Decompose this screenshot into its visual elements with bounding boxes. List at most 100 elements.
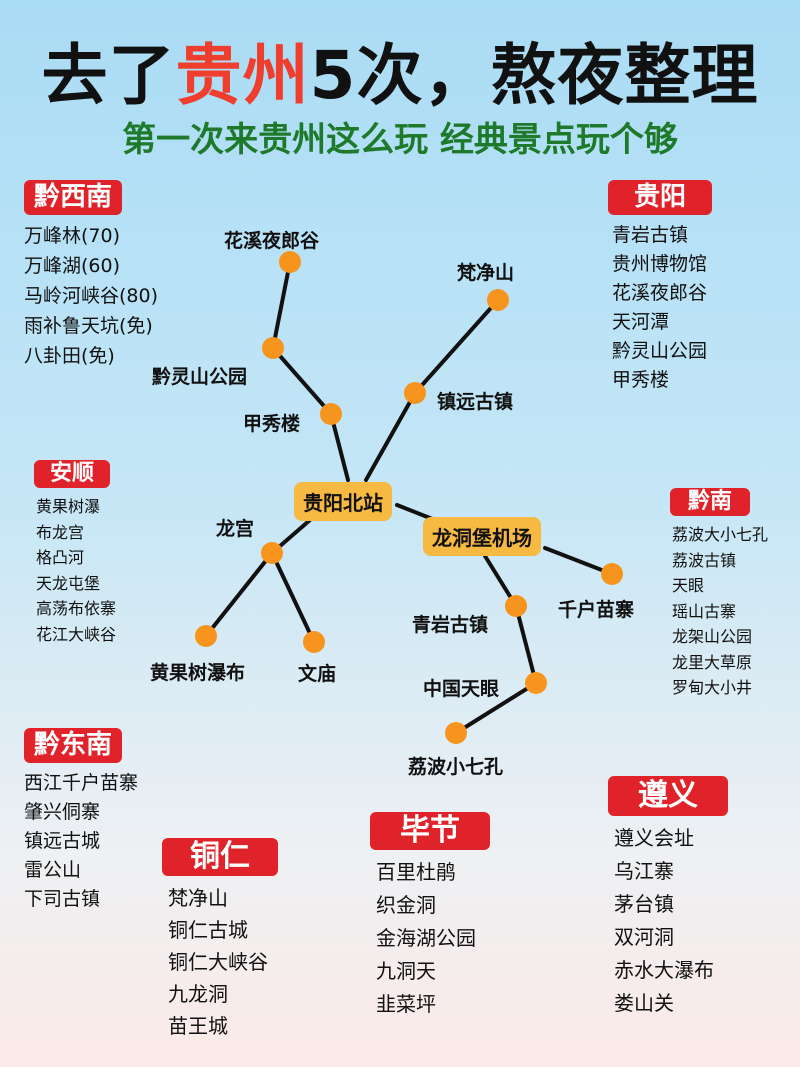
node-label-huaxi: 花溪夜郎谷 [224,230,320,252]
map-node-dot [261,542,283,564]
page-subtitle: 第一次来贵州这么玩 经典景点玩个够 [122,120,678,160]
list-item: 龙里大草原 [672,652,753,672]
map-node-dot [505,595,527,617]
list-item: 茅台镇 [614,892,674,916]
list-item: 天龙屯堡 [36,573,101,593]
list-item: 荔波大小七孔 [672,525,769,545]
title-before: 去了 [41,37,176,114]
list-item: 肇兴侗寨 [24,801,101,824]
list-item: 格凸河 [36,548,85,568]
node-label-libo: 荔波小七孔 [408,756,504,778]
region-tag: 遵义 [608,776,728,816]
route-line [364,391,417,482]
map-node-dot [487,289,509,311]
list-item: 西江千户苗寨 [24,772,139,795]
list-item: 镇远古城 [24,830,101,853]
node-label-wenmiao: 文庙 [298,663,337,685]
list-item: 铜仁古城 [168,918,248,942]
node-label-qianling: 黔灵山公园 [152,366,248,388]
region-tag: 毕节 [370,812,490,850]
list-item: 金海湖公园 [376,926,476,950]
list-item: 黄果树瀑 [36,497,101,517]
region-anshun: 安顺 黄果树瀑 布龙宫 格凸河 天龙屯堡 高荡布依寨 花江大峡谷 [34,460,116,647]
hub-longdongbao-airport: 龙洞堡机场 [423,517,541,556]
node-label-fanjing: 梵净山 [457,262,515,284]
list-item: 八卦田(免) [24,345,115,368]
map-node-dot [601,563,623,585]
list-item: 布龙宫 [36,522,85,542]
list-item: 九洞天 [376,959,436,983]
node-label-zhenyuan: 镇远古镇 [437,391,514,413]
region-bijie: 毕节 百里杜鹃 织金洞 金海湖公园 九洞天 韭菜坪 [370,812,490,1021]
list-item: 雷公山 [24,859,82,882]
route-line [271,260,292,350]
node-label-qingyan: 青岩古镇 [412,614,489,636]
map-node-dot [404,382,426,404]
route-line [270,551,316,644]
map-node-dot [445,722,467,744]
list-item: 乌江寨 [614,859,674,883]
list-item: 花溪夜郎谷 [612,282,708,305]
list-item: 下司古镇 [24,888,101,911]
list-item: 马岭河峡谷(80) [24,285,159,308]
map-node-dot [279,251,301,273]
title-after: 5次，熬夜整理 [309,37,759,114]
map-node-dot [303,631,325,653]
node-label-jiaxiu: 甲秀楼 [243,413,301,435]
list-item: 天眼 [672,576,705,596]
node-label-tianyan: 中国天眼 [423,678,500,700]
title-highlight: 贵州 [175,37,310,114]
route-line [413,298,500,395]
region-tongren: 铜仁 梵净山 铜仁古城 铜仁大峡谷 九龙洞 苗王城 [162,838,278,1042]
list-item: 韭菜坪 [376,992,436,1016]
list-item: 九龙洞 [168,982,228,1006]
region-qianxinan: 黔西南 万峰林(70) 万峰湖(60) 马岭河峡谷(80) 雨补鲁天坑(免) 八… [24,180,158,371]
region-tag: 黔南 [670,488,751,517]
map-node-dot [525,672,547,694]
list-item: 贵州博物馆 [612,253,708,276]
route-line [204,551,274,638]
region-tag: 安顺 [34,460,111,489]
node-label-qianhu: 千户苗寨 [558,599,635,621]
region-tag: 黔西南 [24,180,123,216]
node-label-longgong: 龙宫 [216,518,255,540]
region-guiyang: 贵阳 青岩古镇 贵州博物馆 花溪夜郎谷 天河潭 黔灵山公园 甲秀楼 [608,180,713,395]
map-node-dot [195,625,217,647]
map-node-dot [262,337,284,359]
list-item: 高荡布依寨 [36,599,117,619]
region-tag: 铜仁 [162,838,278,876]
page-title: 去了贵州5次，熬夜整理 [0,22,800,118]
list-item: 罗甸大小井 [672,678,753,698]
list-item: 青岩古镇 [612,224,689,247]
list-item: 遵义会址 [614,826,694,850]
list-item: 花江大峡谷 [36,624,117,644]
list-item: 荔波古镇 [672,550,737,570]
list-item: 苗王城 [168,1014,228,1038]
route-line [514,604,538,685]
list-item: 娄山关 [614,991,674,1015]
node-label-huangguoshu: 黄果树瀑布 [150,662,246,684]
list-item: 百里杜鹃 [376,860,456,884]
list-item: 万峰林(70) [24,225,121,248]
list-item: 天河潭 [612,311,670,334]
region-qiannan: 黔南 荔波大小七孔 荔波古镇 天眼 瑶山古寨 龙架山公园 龙里大草原 罗甸大小井 [670,488,768,701]
list-item: 赤水大瀑布 [614,958,714,982]
route-line [329,412,350,482]
list-item: 梵净山 [168,886,228,910]
region-zunyi: 遵义 遵义会址 乌江寨 茅台镇 双河洞 赤水大瀑布 娄山关 [608,776,728,1020]
list-item: 龙架山公园 [672,627,753,647]
list-item: 瑶山古寨 [672,601,737,621]
hub-guiyang-north-station: 贵阳北站 [294,482,392,521]
list-item: 双河洞 [614,925,674,949]
route-line [543,546,614,576]
route-line [454,681,538,735]
region-tag: 贵阳 [608,180,713,216]
list-item: 甲秀楼 [612,369,670,392]
list-item: 织金洞 [376,893,436,917]
route-line [271,346,333,416]
region-tag: 黔东南 [24,728,123,764]
list-item: 铜仁大峡谷 [168,950,268,974]
region-qiandongnan: 黔东南 西江千户苗寨 肇兴侗寨 镇远古城 雷公山 下司古镇 [24,728,138,914]
map-node-dot [320,403,342,425]
